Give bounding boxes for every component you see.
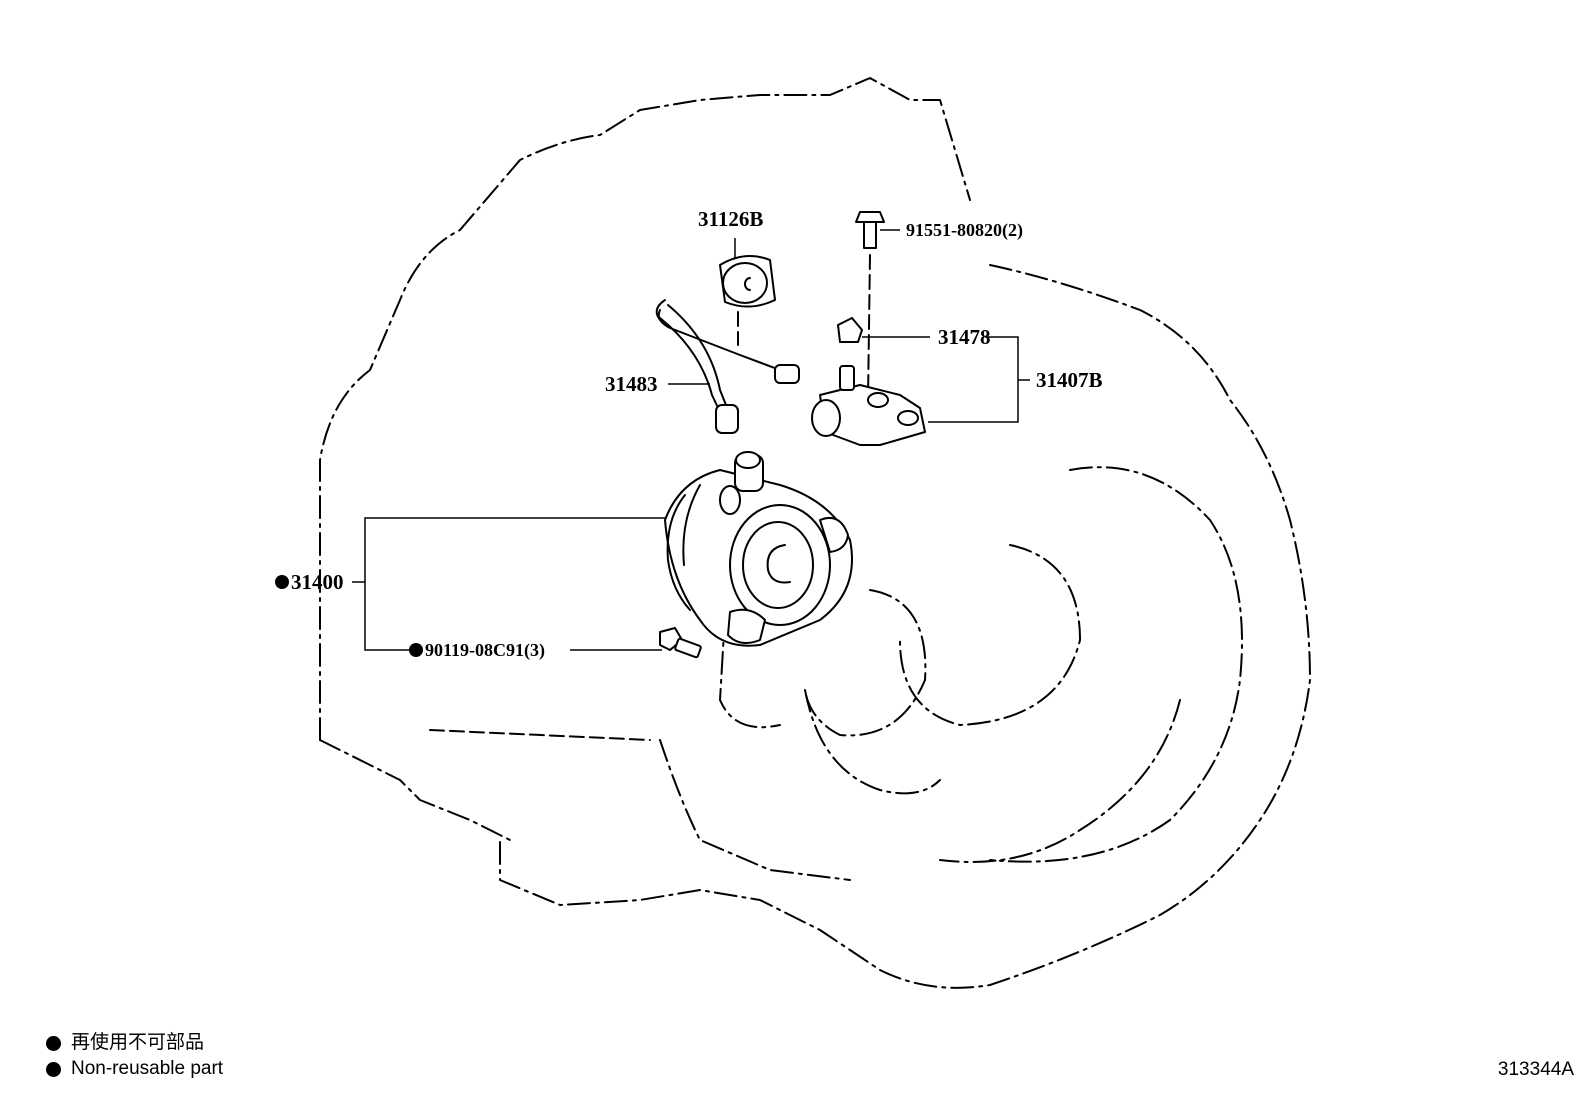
callout-90119-08C91: 90119-08C91(3) (425, 640, 545, 661)
part-31407B-bracket (811, 336, 1030, 446)
part-31478-cap (837, 317, 930, 343)
callout-31483: 31483 (605, 372, 658, 396)
callout-31126B: 31126B (698, 207, 763, 231)
legend-text-english: Non-reusable part (71, 1058, 224, 1079)
part-31483-hose (655, 299, 800, 434)
part-31126B-boot (719, 238, 776, 346)
part-31400-release-cylinder (352, 451, 853, 651)
illustration-code: 313344A (1497, 1059, 1574, 1080)
callout-labels: 31126B 91551-80820(2) 31478 31407B 31483… (275, 207, 1103, 661)
callout-91551-80820: 91551-80820(2) (906, 220, 1023, 241)
non-reusable-marker-90119 (409, 643, 423, 657)
filled-dot-icon (46, 1035, 61, 1051)
legend-item-japanese: 再使用不可部品 (46, 1030, 223, 1056)
callout-31478: 31478 (938, 325, 991, 349)
legend-text-japanese: 再使用不可部品 (71, 1032, 205, 1053)
callout-31400: 31400 (291, 570, 344, 594)
bolt-90119-08C91 (570, 627, 702, 659)
non-reusable-marker-31400 (275, 575, 289, 589)
bolt-91551-80820 (855, 211, 900, 401)
filled-dot-icon (46, 1061, 61, 1077)
legend-item-english: Non-reusable part (46, 1056, 223, 1082)
legend: 再使用不可部品 Non-reusable part (46, 1030, 223, 1082)
callout-31407B: 31407B (1036, 368, 1103, 392)
transmission-housing-outline (319, 77, 1311, 989)
